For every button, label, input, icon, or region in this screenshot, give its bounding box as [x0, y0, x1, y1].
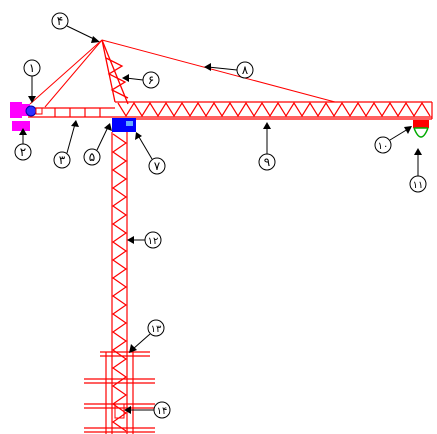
- arrowhead: [129, 344, 137, 353]
- arrowhead: [204, 63, 211, 71]
- callout-label-8: ۸: [242, 63, 249, 77]
- jib: [115, 101, 433, 120]
- hoist-winch: [25, 105, 43, 117]
- callout-arrow-3: [66, 123, 76, 154]
- counterweight-block-upper: [10, 102, 22, 118]
- apex-leg-right: [101, 39, 129, 105]
- callout-label-14: ۱۴: [157, 406, 168, 417]
- callout-arrow-13: [132, 333, 151, 350]
- callout-label-2: ۲: [20, 145, 26, 159]
- callout-label-9: ۹: [264, 155, 270, 169]
- jib-lattice: [117, 101, 431, 118]
- arrowhead: [91, 36, 100, 43]
- arrowhead: [122, 74, 129, 82]
- arrowhead: [124, 406, 131, 414]
- arrowhead: [71, 120, 79, 127]
- callout-label-3: ۳: [59, 153, 66, 167]
- callout-circle-3: [53, 151, 71, 169]
- counter-jib-pendant-inner: [44, 39, 103, 108]
- mast-lattice: [111, 133, 128, 432]
- winch-frame: [35, 107, 43, 115]
- callout-label-6: ۶: [148, 73, 154, 87]
- arrowhead: [104, 123, 112, 131]
- arrowhead: [135, 132, 142, 140]
- apex-leg-left: [101, 39, 116, 103]
- arrowhead: [263, 122, 271, 129]
- callouts: ۱ ۲ ۳ ۴ ۵ ۶ ۷ ۸: [14, 12, 427, 419]
- callout-label-12: ۱۲: [148, 236, 159, 247]
- callout-circle-7: [148, 157, 166, 175]
- arrowhead: [127, 236, 134, 244]
- apex-lattice: [105, 57, 129, 99]
- counter-jib-pendant: [29, 39, 103, 105]
- jib-pendant: [101, 39, 336, 103]
- callout-arrow-8: [207, 66, 238, 71]
- mast-base-section: [114, 403, 125, 419]
- slewing-cab: [112, 118, 136, 132]
- callout-circle-10: [374, 136, 392, 154]
- callout-label-11: ۱۱: [413, 180, 424, 191]
- counterweight-block-lower: [12, 121, 30, 131]
- arrowhead: [414, 148, 422, 155]
- hook-block: [413, 127, 429, 138]
- tie-in-frames: [84, 351, 155, 434]
- callout-label-7: ۷: [154, 159, 161, 173]
- callout-label-10: ۱۰: [378, 141, 389, 152]
- arrowhead: [28, 96, 36, 103]
- callout-label-5: ۵: [89, 150, 95, 164]
- callout-circle-5: [83, 148, 101, 166]
- arrowhead: [19, 128, 27, 135]
- callout-arrow-7: [138, 136, 153, 160]
- callout-arrow-4: [66, 25, 97, 41]
- callout-arrow-5: [96, 126, 109, 151]
- callout-arrow-10: [389, 128, 409, 141]
- callout-circle-13: [147, 319, 165, 337]
- pendant-ropes: [29, 39, 336, 108]
- trolley: [413, 120, 429, 128]
- trolley-and-hook: [413, 120, 429, 138]
- tower-head: [101, 39, 129, 105]
- winch-drum: [25, 105, 37, 117]
- cab-window: [126, 121, 133, 126]
- counterweight: [10, 102, 30, 131]
- arrowhead: [404, 126, 412, 134]
- callout-circle-4: [51, 12, 69, 30]
- callout-label-13: ۱۳: [151, 324, 162, 335]
- callout-label-4: ۴: [57, 14, 63, 28]
- counter-jib: [28, 107, 115, 118]
- callout-label-1: ۱: [29, 61, 35, 75]
- mast: [111, 132, 128, 434]
